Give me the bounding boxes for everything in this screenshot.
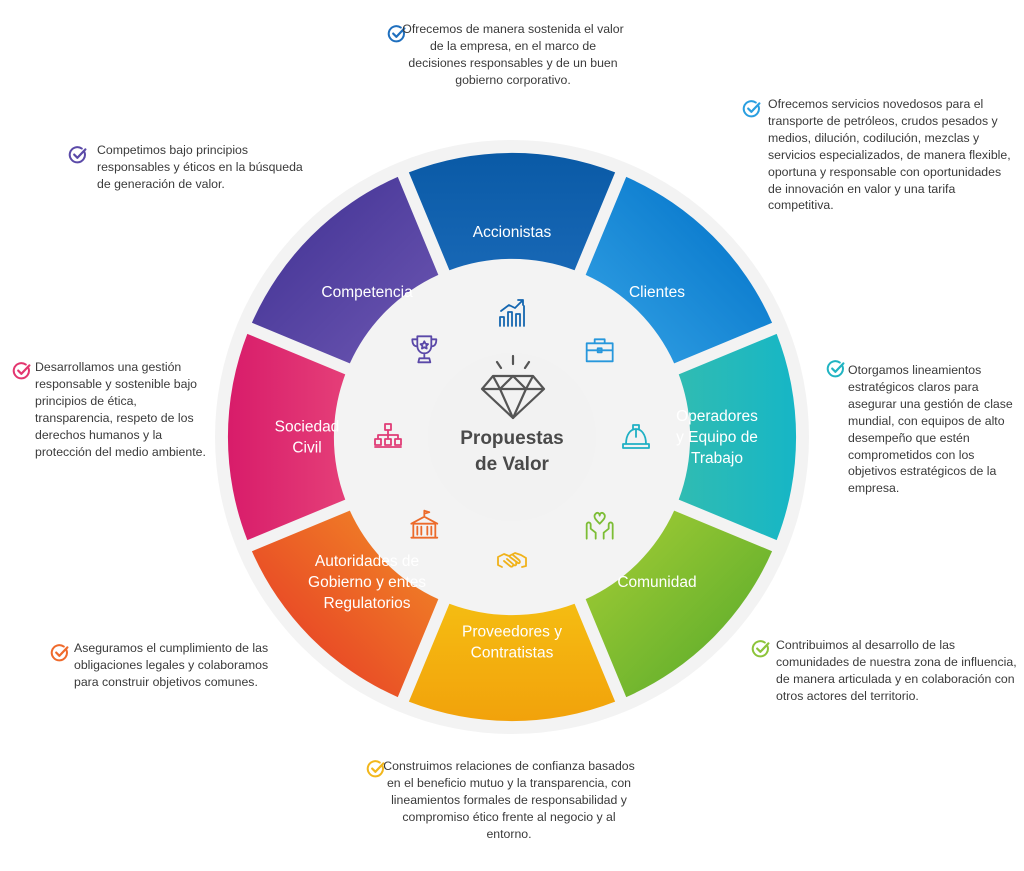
center-title-line1: Propuestas — [460, 428, 563, 449]
caring-hands-icon — [585, 511, 614, 540]
segment-clientes — [585, 176, 773, 364]
description-clientes: Ofrecemos servicios novedosos para el tr… — [768, 96, 1016, 214]
government-building-icon — [410, 509, 439, 539]
segment-label-sociedad: Civil — [292, 440, 321, 457]
segment-label-comunidad: Comunidad — [617, 574, 696, 591]
segment-label-sociedad: Sociedad — [275, 419, 340, 436]
check-circle-icon — [68, 145, 88, 165]
center-title-line2: de Valor — [475, 454, 550, 475]
segment-label-operadores: Trabajo — [691, 450, 743, 467]
description-text: Ofrecemos servicios novedosos para el tr… — [768, 97, 1011, 213]
handshake-icon — [497, 552, 527, 568]
segment-label-clientes: Clientes — [629, 284, 685, 301]
check-circle-icon — [742, 99, 762, 119]
description-accionistas: Ofrecemos de manera sostenida el valor d… — [402, 21, 624, 89]
description-comunidad: Contribuimos al desarrollo de las comuni… — [776, 637, 1020, 705]
check-circle-icon — [387, 24, 407, 44]
growth-chart-icon — [499, 299, 525, 327]
description-autoridades: Aseguramos el cumplimiento de las obliga… — [74, 640, 296, 691]
hard-hat-icon — [622, 424, 650, 449]
segment-label-operadores: y Equipo de — [676, 429, 758, 446]
segment-label-autoridades: Autoridades de — [315, 553, 419, 570]
briefcase-icon — [585, 338, 614, 363]
segment-accionistas — [408, 152, 616, 271]
segment-label-proveedores: Proveedores y — [462, 624, 562, 641]
check-circle-icon — [50, 643, 70, 663]
segment-competencia — [251, 176, 439, 364]
description-text: Contribuimos al desarrollo de las comuni… — [776, 638, 1017, 703]
check-circle-icon — [12, 361, 32, 381]
segment-comunidad — [585, 510, 773, 698]
description-text: Desarrollamos una gestión responsable y … — [35, 360, 206, 459]
segment-operadores — [678, 333, 797, 541]
segment-label-competencia: Competencia — [321, 284, 413, 301]
description-sociedad: Desarrollamos una gestión responsable y … — [35, 359, 215, 460]
check-circle-icon — [826, 359, 846, 379]
diamond-icon — [480, 354, 546, 420]
description-text: Otorgamos lineamientos estratégicos clar… — [848, 363, 1013, 496]
segment-label-autoridades: Regulatorios — [324, 595, 411, 612]
description-competencia: Competimos bajo principios responsables … — [97, 142, 311, 193]
segment-proveedores — [408, 603, 616, 722]
segment-sociedad — [227, 333, 346, 541]
segment-label-accionistas: Accionistas — [473, 224, 552, 241]
organization-chart-icon — [374, 423, 402, 448]
trophy-icon — [411, 335, 438, 364]
description-proveedores: Construimos relaciones de confianza basa… — [382, 758, 636, 843]
center-circle — [428, 353, 596, 521]
description-text: Competimos bajo principios responsables … — [97, 143, 303, 191]
check-circle-icon — [366, 759, 386, 779]
description-text: Ofrecemos de manera sostenida el valor d… — [402, 22, 624, 87]
segment-autoridades — [251, 510, 439, 698]
segment-label-proveedores: Contratistas — [471, 645, 554, 662]
description-operadores: Otorgamos lineamientos estratégicos clar… — [848, 362, 1018, 497]
segment-label-autoridades: Gobierno y entes — [308, 574, 426, 591]
description-text: Construimos relaciones de confianza basa… — [383, 759, 635, 841]
segment-label-operadores: Operadores — [676, 408, 758, 425]
check-circle-icon — [751, 639, 771, 659]
description-text: Aseguramos el cumplimiento de las obliga… — [74, 641, 269, 689]
